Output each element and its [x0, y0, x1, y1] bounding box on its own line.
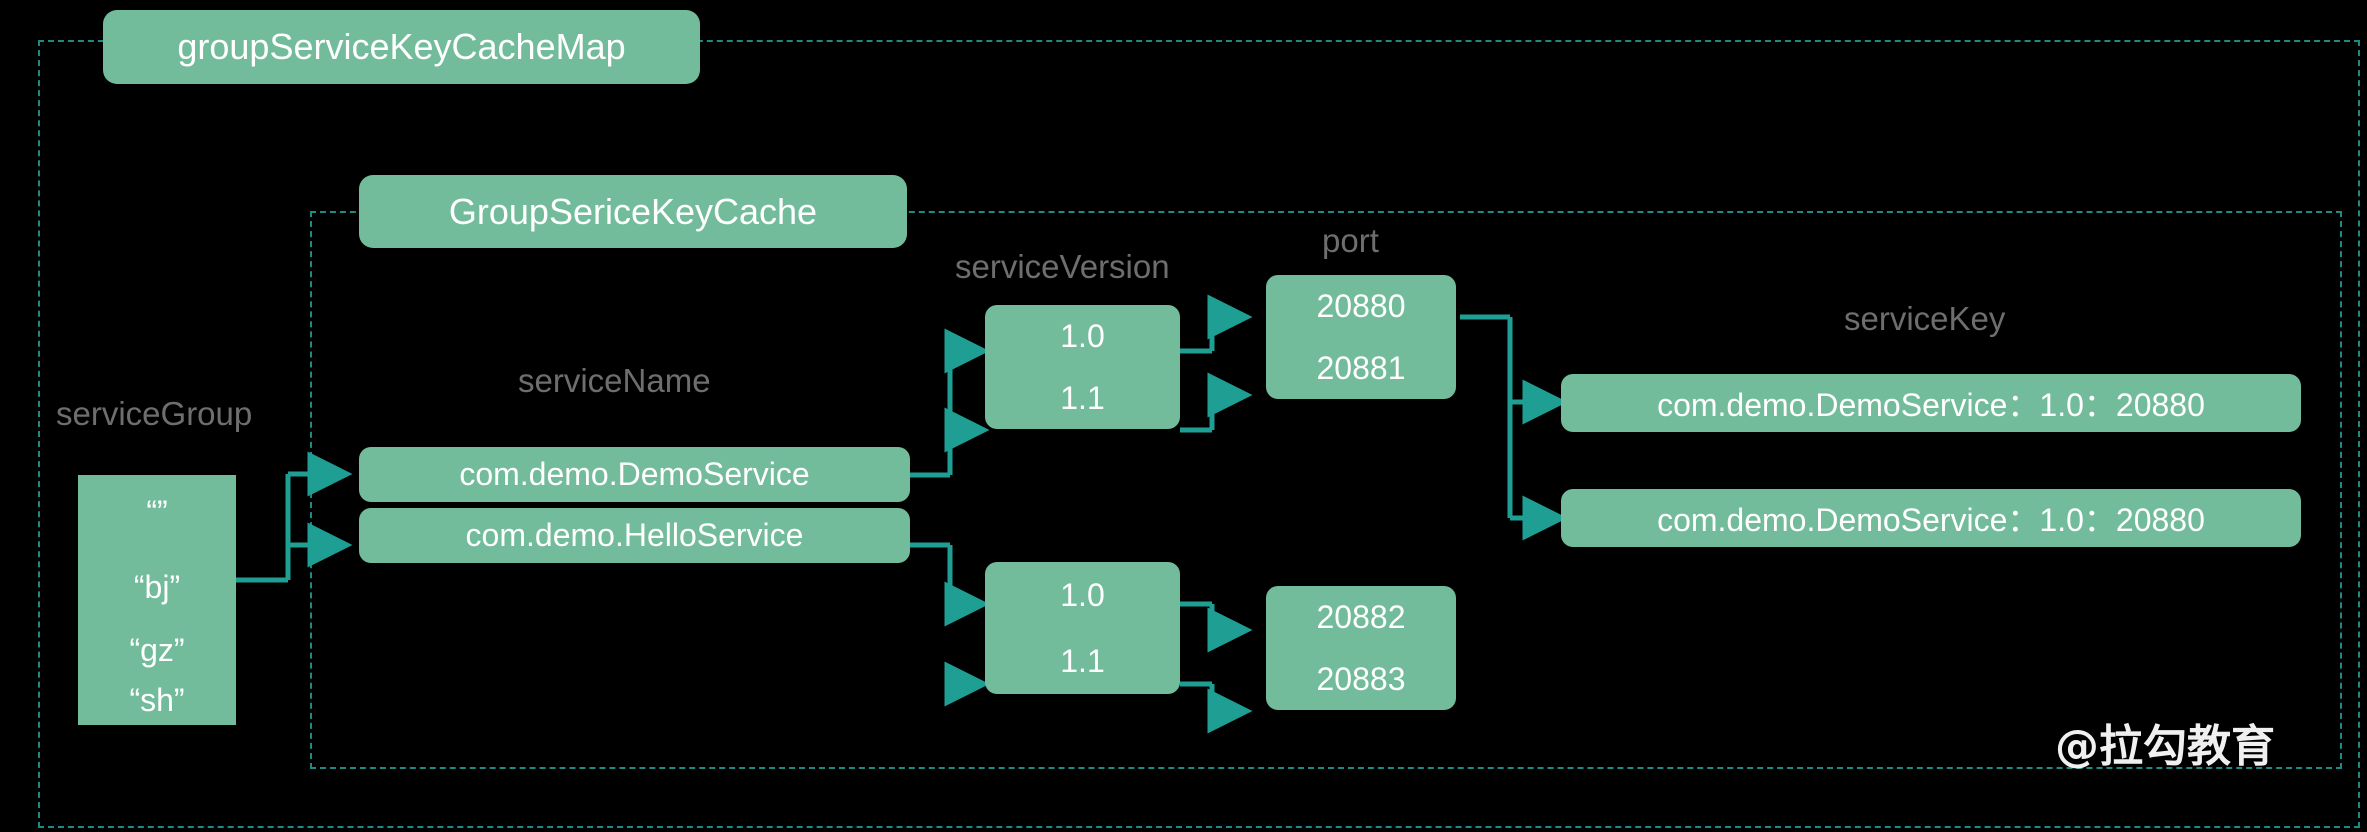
label-service-version: serviceVersion — [955, 248, 1170, 285]
port-cell[interactable]: 20882 — [1266, 586, 1456, 648]
port-cell[interactable]: 20881 — [1266, 337, 1456, 399]
service-group-cell[interactable]: “sh” — [78, 675, 236, 725]
outer-dashed-container — [38, 40, 2360, 828]
service-key-label: com.demo.DemoService：1.0：20880 — [1657, 502, 2205, 538]
service-group-cell[interactable]: “” — [78, 475, 236, 550]
service-group-cell[interactable]: “bj” — [78, 550, 236, 625]
label-service-key: serviceKey — [1844, 300, 2006, 337]
service-name-hello-service[interactable]: com.demo.HelloService — [359, 508, 910, 563]
title-text: groupServiceKeyCacheMap — [177, 26, 626, 67]
service-name-label: com.demo.HelloService — [465, 517, 804, 553]
service-version-cell[interactable]: 1.0 — [985, 562, 1180, 628]
watermark: @拉勾教育 — [2055, 721, 2275, 772]
service-version-group-bottom: 1.0 1.1 — [985, 562, 1180, 694]
inner-title-text: GroupSericeKeyCache — [448, 190, 818, 232]
title-pill-group-serice-key-cache: GroupSericeKeyCache — [359, 175, 907, 248]
service-name-demo-service[interactable]: com.demo.DemoService — [359, 447, 910, 502]
label-service-name: serviceName — [518, 362, 711, 399]
service-version-cell[interactable]: 1.1 — [985, 367, 1180, 429]
service-key-pill-1[interactable]: com.demo.DemoService：1.0：20880 — [1561, 374, 2301, 432]
service-key-label: com.demo.DemoService：1.0：20880 — [1657, 387, 2205, 423]
service-name-label: com.demo.DemoService — [459, 456, 810, 492]
title-pill-group-service-key-cache-map: groupServiceKeyCacheMap — [103, 10, 700, 84]
port-group-bottom: 20882 20883 — [1266, 586, 1456, 710]
service-group-cells: “” “bj” “gz” “sh” — [78, 475, 236, 725]
service-group-cell[interactable]: “gz” — [78, 625, 236, 675]
port-group-top: 20880 20881 — [1266, 275, 1456, 399]
service-version-cell[interactable]: 1.0 — [985, 305, 1180, 367]
port-cell[interactable]: 20880 — [1266, 275, 1456, 337]
service-key-pill-2[interactable]: com.demo.DemoService：1.0：20880 — [1561, 489, 2301, 547]
port-cell[interactable]: 20883 — [1266, 648, 1456, 710]
service-version-cell[interactable]: 1.1 — [985, 628, 1180, 694]
label-service-group: serviceGroup — [56, 395, 253, 432]
service-version-group-top: 1.0 1.1 — [985, 305, 1180, 429]
label-port: port — [1322, 222, 1379, 259]
